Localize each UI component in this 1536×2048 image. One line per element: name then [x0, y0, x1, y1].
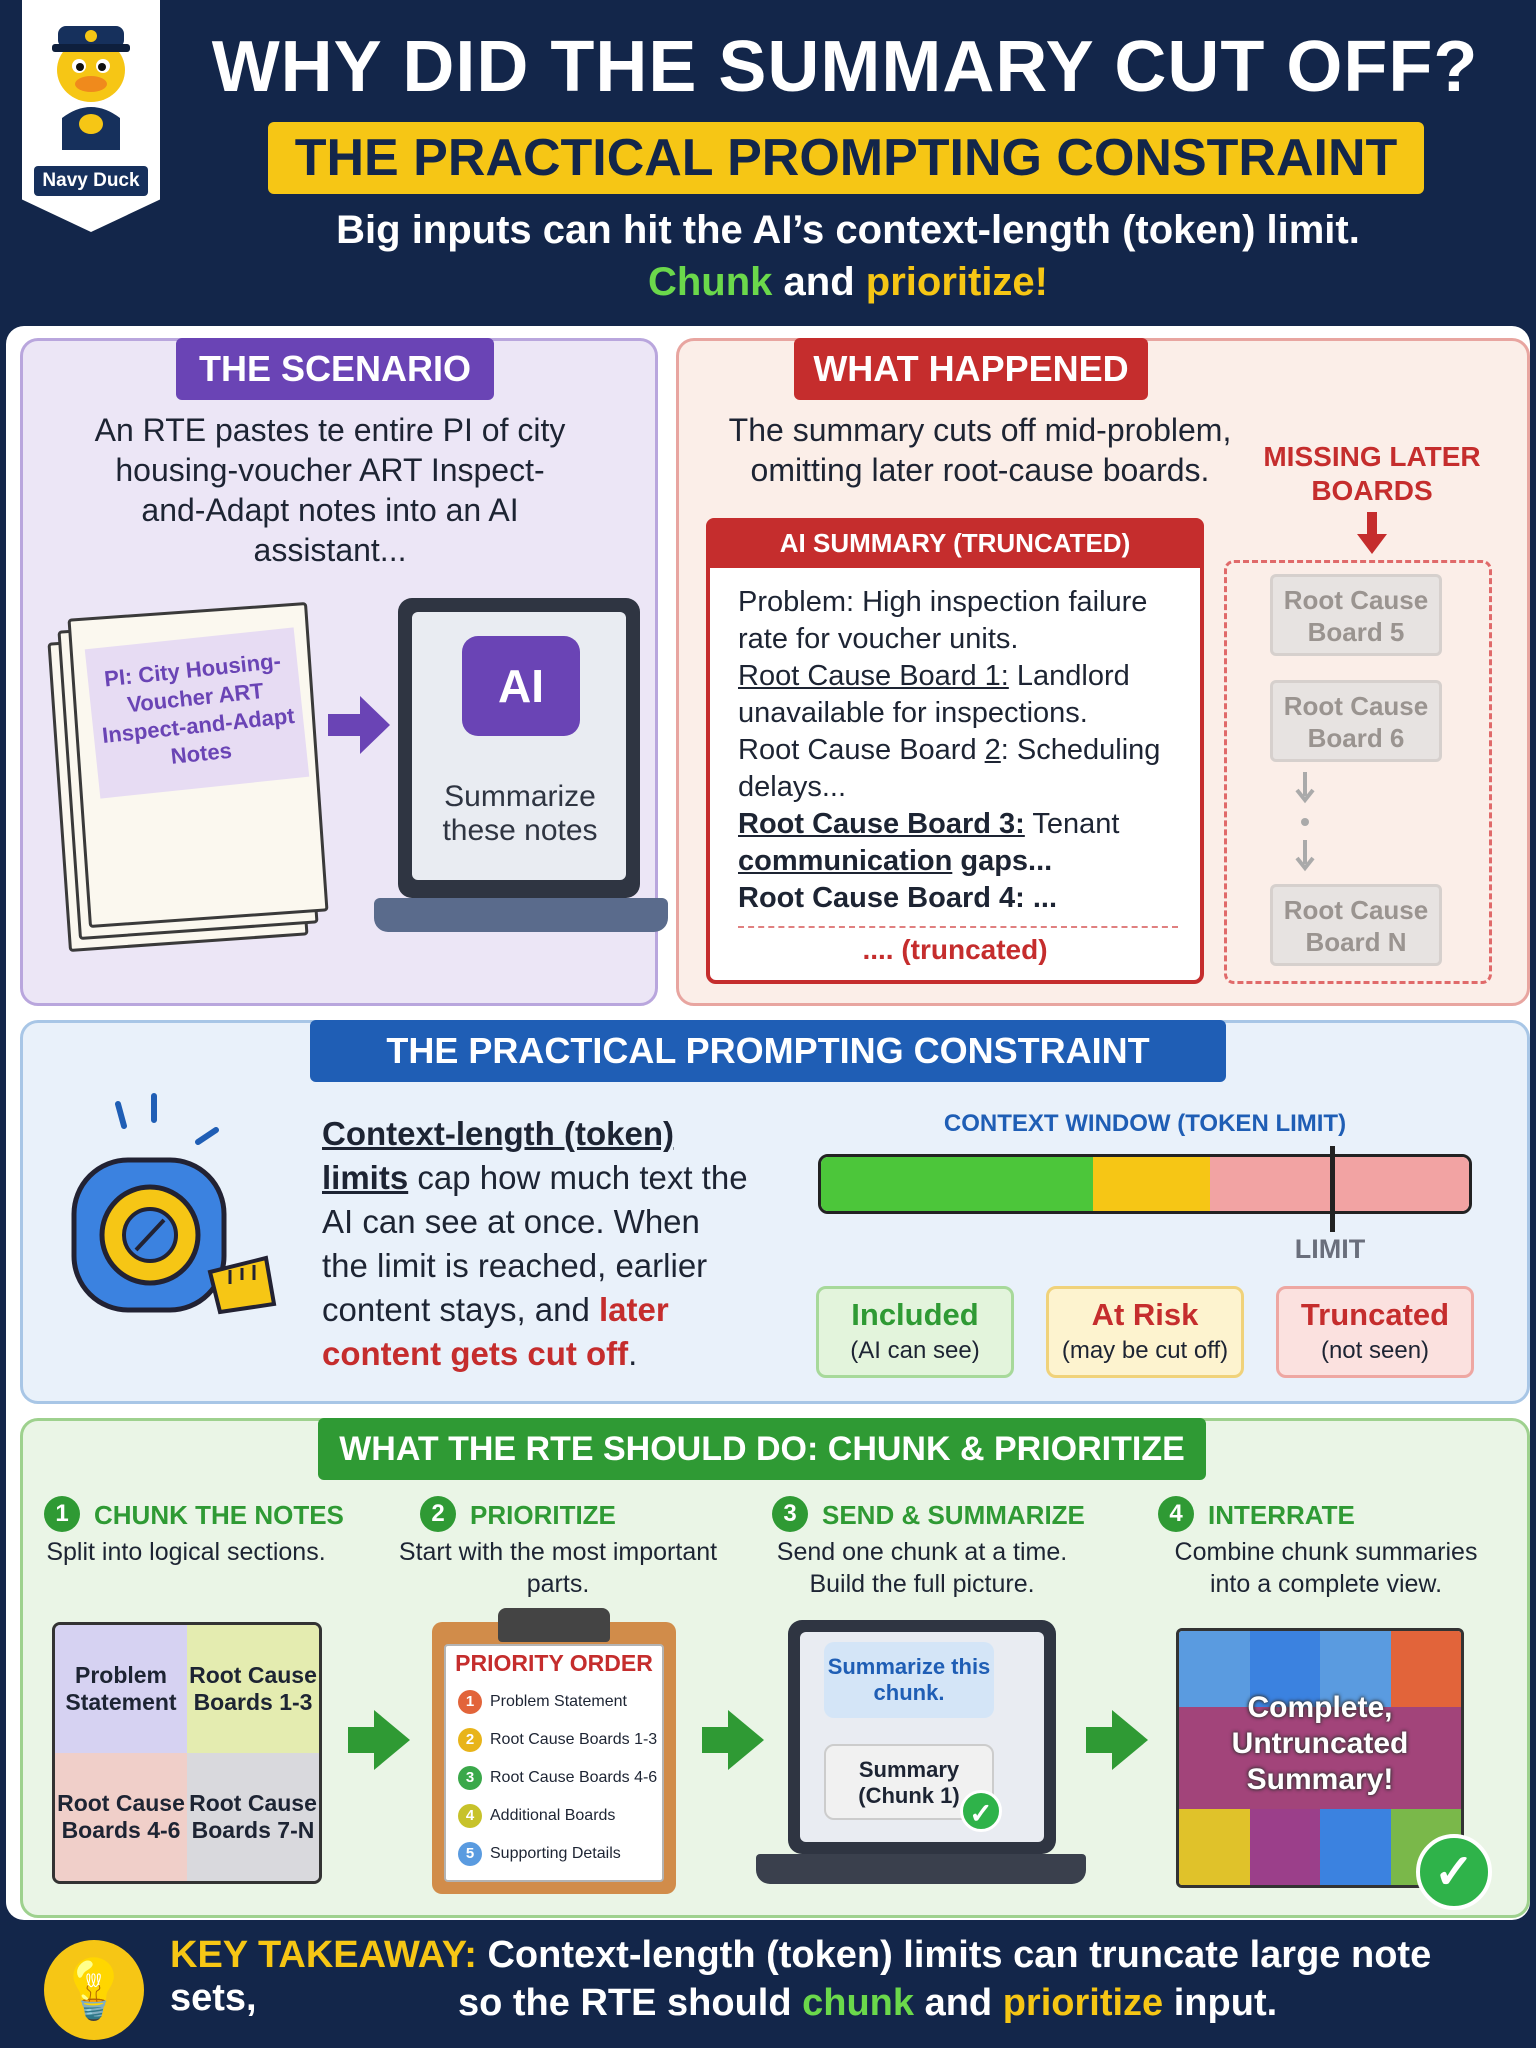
puzzle-icon: [1176, 1628, 1464, 1888]
key-takeaway-line1: KEY TAKEAWAY: Context-length (token) lim…: [170, 1934, 1432, 2019]
summary-problem: Problem: High inspection failure rate fo…: [738, 586, 1148, 655]
arrow-down-icon: [1357, 512, 1387, 554]
legend-truncated: Truncated(not seen): [1276, 1286, 1474, 1378]
step-number: 4: [1158, 1496, 1194, 1532]
clipboard-icon: [432, 1622, 676, 1894]
intro-prioritize: prioritize!: [865, 260, 1048, 304]
ai-summary-text: Problem: High inspection failure rate fo…: [738, 584, 1178, 917]
checkmark-icon: ✓: [1416, 1834, 1492, 1910]
final-summary-text: Complete, Untruncated Summary!: [1231, 1691, 1409, 1796]
limit-label: LIMIT: [1294, 1234, 1366, 1264]
arrow-right-icon: [328, 696, 390, 754]
duck-mascot-icon: [52, 26, 130, 150]
dotted-arrow-icon: [1295, 772, 1315, 872]
step-title: SEND & SUMMARIZE: [822, 1500, 1085, 1530]
priority-order-header: PRIORITY ORDER: [455, 1650, 653, 1676]
step-desc: Start with the most important parts.: [398, 1538, 718, 1598]
page-subtitle: THE PRACTICAL PROMPTING CONSTRAINT: [268, 122, 1424, 194]
step-title: INTERRATE: [1208, 1500, 1355, 1530]
what-happened-title: WHAT HAPPENED: [794, 338, 1148, 400]
what-happened-text: The summary cuts off mid-problem, omitti…: [728, 412, 1232, 488]
scenario-text: An RTE pastes te entire PI of city housi…: [94, 412, 566, 568]
step-title: PRIORITIZE: [470, 1500, 616, 1530]
missing-boards-box: [1224, 560, 1492, 984]
step-desc: Send one chunk at a time. Build the full…: [776, 1538, 1068, 1598]
laptop-base: [374, 898, 668, 932]
checkmark-icon: ✓: [960, 1790, 1002, 1832]
limit-marker: [1330, 1146, 1335, 1232]
arrow-stem: [1086, 1727, 1112, 1753]
intro-and: and: [772, 260, 866, 304]
legend-at-risk: At Risk(may be cut off): [1046, 1286, 1244, 1378]
page-title: WHY DID THE SUMMARY CUT OFF?: [211, 27, 1479, 107]
arrow-right-icon: [374, 1710, 410, 1770]
intro-chunk: Chunk: [647, 260, 773, 304]
chunk-root-cause-7-n: Root Cause Boards 7-N: [187, 1753, 319, 1881]
clipboard-clip: [498, 1608, 610, 1642]
navy-duck-logo: Navy Duck: [22, 0, 160, 232]
step-number: 1: [44, 1496, 80, 1532]
chunk-root-cause-1-3: Root Cause Boards 1-3: [187, 1625, 319, 1753]
step-desc: Combine chunk summaries into a complete …: [1174, 1538, 1478, 1598]
chunked-notes-grid: Problem Statement Root Cause Boards 1-3 …: [52, 1622, 322, 1884]
lightbulb-icon: 💡: [44, 1940, 144, 2040]
key-takeaway-line2: so the RTE should chunk and prioritize i…: [458, 1982, 1278, 2024]
ai-summary-box: [706, 518, 1204, 984]
context-window-label: CONTEXT WINDOW (TOKEN LIMIT): [943, 1110, 1347, 1137]
constraint-title: THE PRACTICAL PROMPTING CONSTRAINT: [310, 1020, 1226, 1082]
summary-rc4: Root Cause Board 4: ...: [738, 882, 1058, 914]
logo-label: Navy Duck: [34, 166, 148, 196]
step-desc: Split into logical sections.: [46, 1538, 326, 1566]
cutoff-line: [738, 926, 1178, 928]
bar-included: [821, 1157, 1094, 1211]
missing-board-card: Root Cause Board N: [1270, 884, 1442, 966]
step-number: 3: [772, 1496, 808, 1532]
arrow-stem: [702, 1727, 728, 1753]
chunk-problem-statement: Problem Statement: [55, 1625, 187, 1753]
missing-board-card: Root Cause Board 6: [1270, 680, 1442, 762]
context-window-bar: [818, 1154, 1472, 1214]
document-label: PI: City Housing-Voucher ART Inspect-and…: [84, 627, 310, 799]
bar-at-risk: [1093, 1157, 1210, 1211]
chunk-root-cause-4-6: Root Cause Boards 4-6: [55, 1753, 187, 1881]
step-title: CHUNK THE NOTES: [94, 1500, 344, 1530]
missing-boards-label: MISSING LATER BOARDS: [1263, 441, 1481, 506]
intro-line: Big inputs can hit the AI’s context-leng…: [336, 208, 1360, 252]
summary-rc2: Root Cause Board 2: Scheduling delays...: [738, 734, 1161, 803]
legend-included: Included(AI can see): [816, 1286, 1014, 1378]
constraint-text: Context-length (token) limits cap how mu…: [322, 1115, 748, 1372]
bar-truncated: [1209, 1157, 1469, 1211]
laptop-base: [756, 1854, 1086, 1884]
step-number: 2: [420, 1496, 456, 1532]
scenario-title: THE SCENARIO: [176, 338, 494, 400]
chunk-title: WHAT THE RTE SHOULD DO: CHUNK & PRIORITI…: [318, 1418, 1206, 1480]
intro-callout: Chunk and prioritize!: [160, 260, 1536, 305]
arrow-right-icon: [728, 1710, 764, 1770]
truncated-label: .... (truncated): [862, 934, 1048, 965]
ai-assistant-icon: AI: [462, 636, 580, 736]
arrow-stem: [348, 1727, 374, 1753]
summary-rc1: Root Cause Board 1: Landlord unavailable…: [738, 660, 1130, 729]
missing-board-card: Root Cause Board 5: [1270, 574, 1442, 656]
ai-summary-header: AI SUMMARY (TRUNCATED): [706, 518, 1204, 568]
arrow-right-icon: [1112, 1710, 1148, 1770]
tape-measure-icon: [71, 1093, 277, 1315]
request-bubble: Summarize this chunk.: [824, 1642, 994, 1718]
laptop-prompt-text: Summarize these notes: [442, 780, 598, 847]
